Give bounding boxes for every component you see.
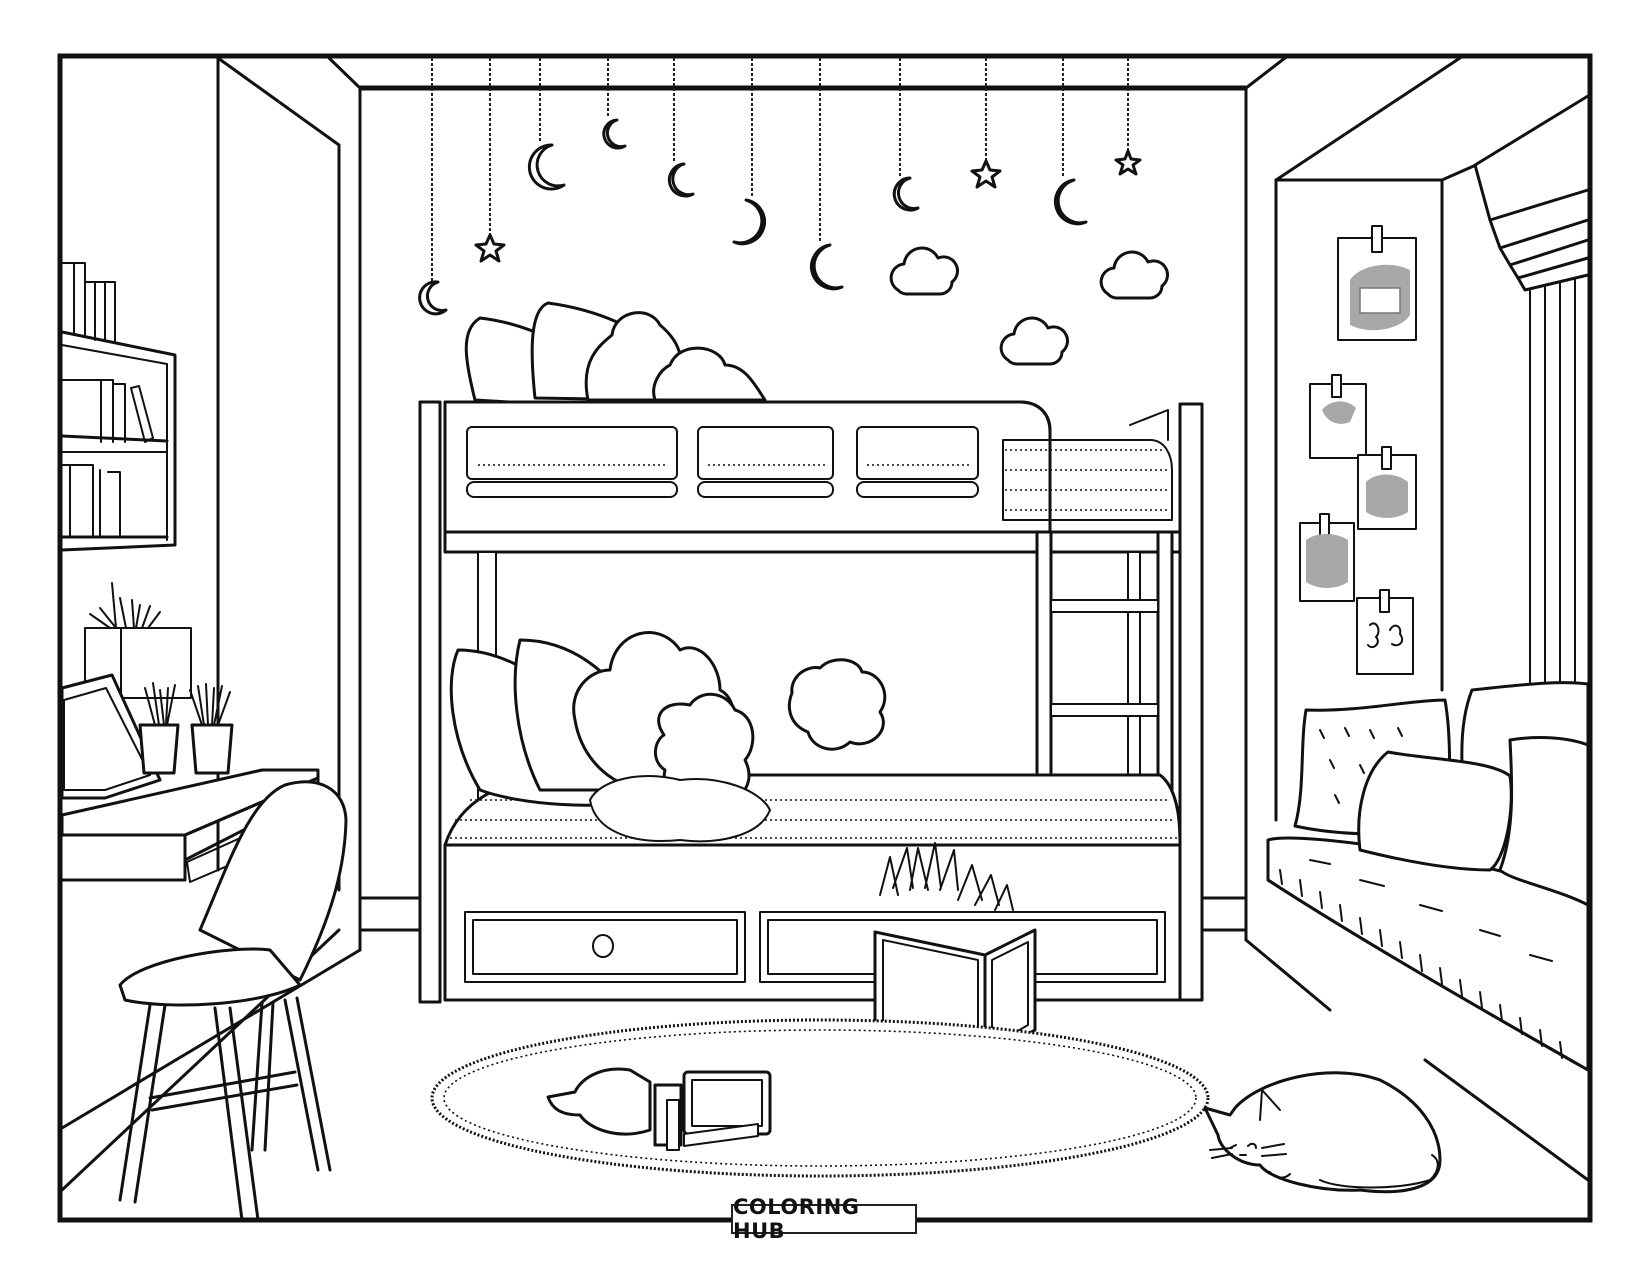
moon-icon (809, 243, 844, 291)
cloud-icon (1099, 250, 1169, 300)
moon-icon (732, 198, 767, 246)
star-icon (970, 159, 1002, 189)
chair (118, 780, 348, 1222)
window-seat (1266, 681, 1590, 1072)
hanging-pictures (1299, 225, 1417, 675)
moon-icon (418, 280, 448, 316)
moon-icon (667, 162, 695, 198)
window-blinds (1473, 94, 1590, 701)
lower-bunk-pillows (449, 631, 887, 843)
watermark-label: COLORING HUB (731, 1195, 917, 1243)
wall-clouds (889, 246, 1169, 366)
toy-camera (546, 1067, 772, 1151)
bookshelf (60, 262, 177, 552)
round-rug (430, 1018, 1210, 1178)
cloud-icon (999, 316, 1069, 366)
upper-bunk-pillows (464, 301, 767, 412)
cloud-icon (889, 246, 959, 296)
moon-icon (602, 118, 627, 150)
moon-icon (892, 176, 920, 212)
moon-icon (527, 143, 566, 191)
moon-icon (1053, 178, 1088, 226)
star-icon (474, 233, 506, 263)
sleeping-cat (1203, 1071, 1442, 1194)
ceiling-ornaments (418, 58, 1142, 316)
star-icon (1114, 149, 1142, 176)
